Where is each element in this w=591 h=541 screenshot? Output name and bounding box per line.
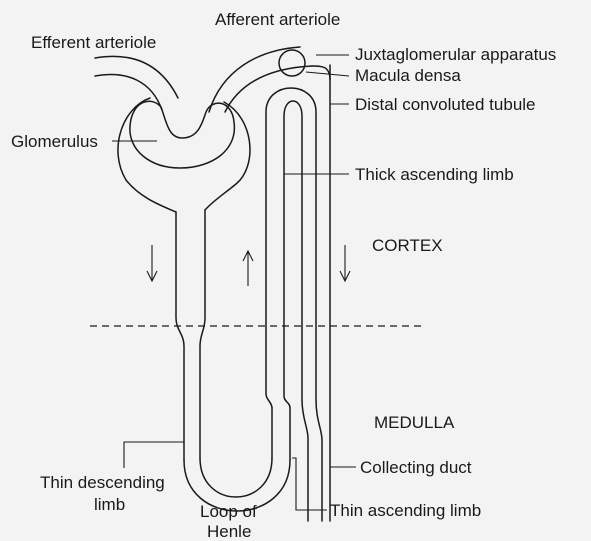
label-afferent-arteriole: Afferent arteriole <box>215 10 340 29</box>
label-glomerulus: Glomerulus <box>11 132 98 151</box>
label-thin-descending-limb-1: Thin descending <box>40 473 165 492</box>
label-efferent-arteriole: Efferent arteriole <box>31 33 156 52</box>
label-thick-ascending-limb: Thick ascending limb <box>355 165 514 184</box>
label-loop-of-henle-1: Loop of <box>200 502 257 521</box>
thin-descending-limb <box>176 210 205 460</box>
label-cortex: CORTEX <box>372 236 443 255</box>
label-juxtaglomerular-apparatus: Juxtaglomerular apparatus <box>355 45 556 64</box>
label-thin-descending-limb-2: limb <box>94 495 125 514</box>
thin-ascending-limb <box>272 408 290 460</box>
flow-arrow-down-right <box>340 245 350 281</box>
glomerulus <box>130 101 235 168</box>
label-medulla: MEDULLA <box>374 413 455 432</box>
thick-ascending-limb <box>266 88 316 408</box>
label-loop-of-henle-2: Henle <box>207 522 251 541</box>
label-macula-densa: Macula densa <box>355 66 461 85</box>
flow-arrow-up <box>243 251 253 286</box>
bowmans-capsule <box>118 98 250 212</box>
label-distal-convoluted-tubule: Distal convoluted tubule <box>355 95 536 114</box>
flow-arrow-down-left <box>147 245 157 281</box>
juxtaglomerular-apparatus <box>279 50 305 76</box>
efferent-arteriole <box>95 56 178 110</box>
label-thin-ascending-limb: Thin ascending limb <box>330 501 481 520</box>
label-collecting-duct: Collecting duct <box>360 458 472 477</box>
